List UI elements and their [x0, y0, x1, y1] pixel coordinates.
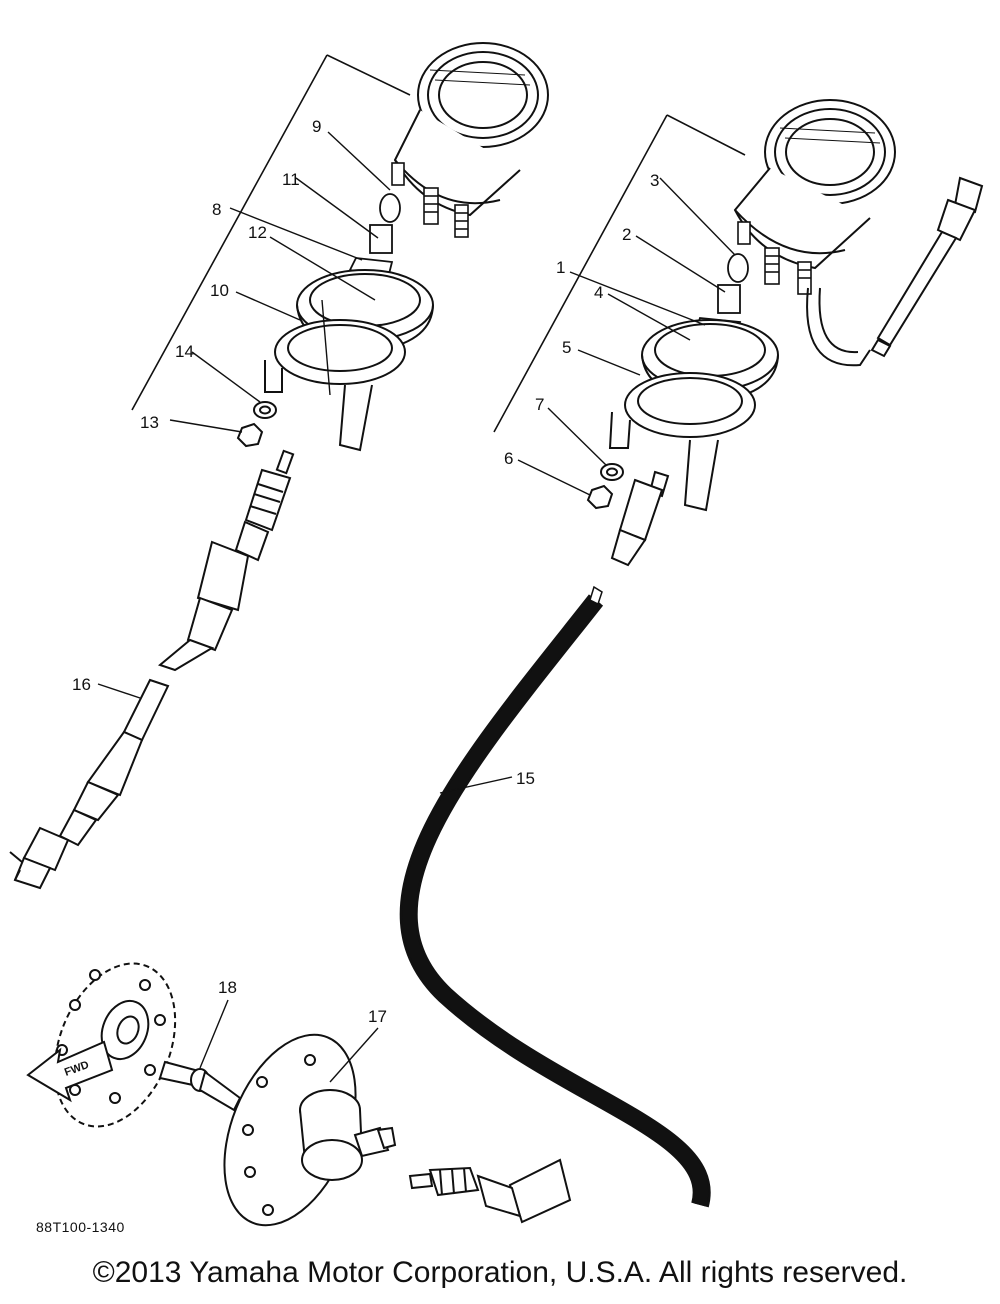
left-meter-assembly [131, 42, 549, 452]
left-bracket-top [326, 54, 411, 96]
right-bracket-line [493, 114, 668, 433]
part-label-17: 17 [368, 1007, 387, 1026]
part-label-5: 5 [562, 338, 571, 357]
part-label-8: 8 [212, 200, 221, 219]
left-bracket-line [131, 54, 328, 411]
part-label-16: 16 [72, 675, 91, 694]
part-label-10: 10 [210, 281, 229, 300]
right-meter-housing [733, 99, 896, 270]
right-meter-lead [806, 287, 871, 367]
left-meter-housing [393, 42, 549, 217]
part-label-14: 14 [175, 342, 194, 361]
main-meter-cable [399, 585, 711, 1224]
fwd-arrow-icon: FWD [26, 1040, 114, 1103]
left-washer [253, 401, 277, 419]
right-washer [600, 463, 624, 481]
leader-lines [97, 131, 736, 794]
part-label-2: 2 [622, 225, 631, 244]
part-label-7: 7 [535, 395, 544, 414]
right-meter-assembly [493, 99, 984, 567]
right-bracket-top [666, 114, 746, 156]
left-nut [236, 422, 264, 448]
left-bracket-plate [264, 299, 406, 452]
meter-gear-unit [223, 1033, 397, 1227]
copyright-notice: ©2013 Yamaha Motor Corporation, U.S.A. A… [92, 1256, 908, 1289]
leader-17 [329, 1027, 379, 1083]
part-label-11: 11 [282, 170, 300, 189]
leader-18 [199, 999, 229, 1069]
part-label-12: 12 [248, 223, 267, 242]
part-label-4: 4 [594, 283, 603, 302]
part-label-9: 9 [312, 117, 321, 136]
part-label-1: 1 [556, 258, 565, 277]
wheel-hub-disc [53, 962, 177, 1128]
main-cable-lower-fitting [408, 1158, 572, 1224]
left-bulb [348, 193, 401, 280]
part-number-labels: 9 11 8 12 10 14 13 3 2 1 4 5 7 6 16 15 1… [72, 117, 659, 1026]
right-meter-studs [737, 221, 812, 295]
part-label-18: 18 [218, 978, 237, 997]
part-label-15: 15 [516, 769, 535, 788]
diagram-code: 88T100-1340 [36, 1219, 125, 1235]
exploded-parts-diagram: FWD 9 11 8 12 10 14 13 3 2 1 4 5 7 6 16 [9, 42, 984, 1235]
right-cable-fitting [610, 470, 670, 567]
part-label-6: 6 [504, 449, 513, 468]
left-meter-studs [391, 162, 469, 238]
right-nut [586, 484, 614, 510]
part-label-13: 13 [140, 413, 159, 432]
part-label-3: 3 [650, 171, 659, 190]
drive-shaft-pin [158, 1060, 242, 1112]
right-bracket-plate [608, 372, 756, 512]
right-aux-cable [870, 176, 984, 358]
left-meter-cable [9, 449, 295, 890]
